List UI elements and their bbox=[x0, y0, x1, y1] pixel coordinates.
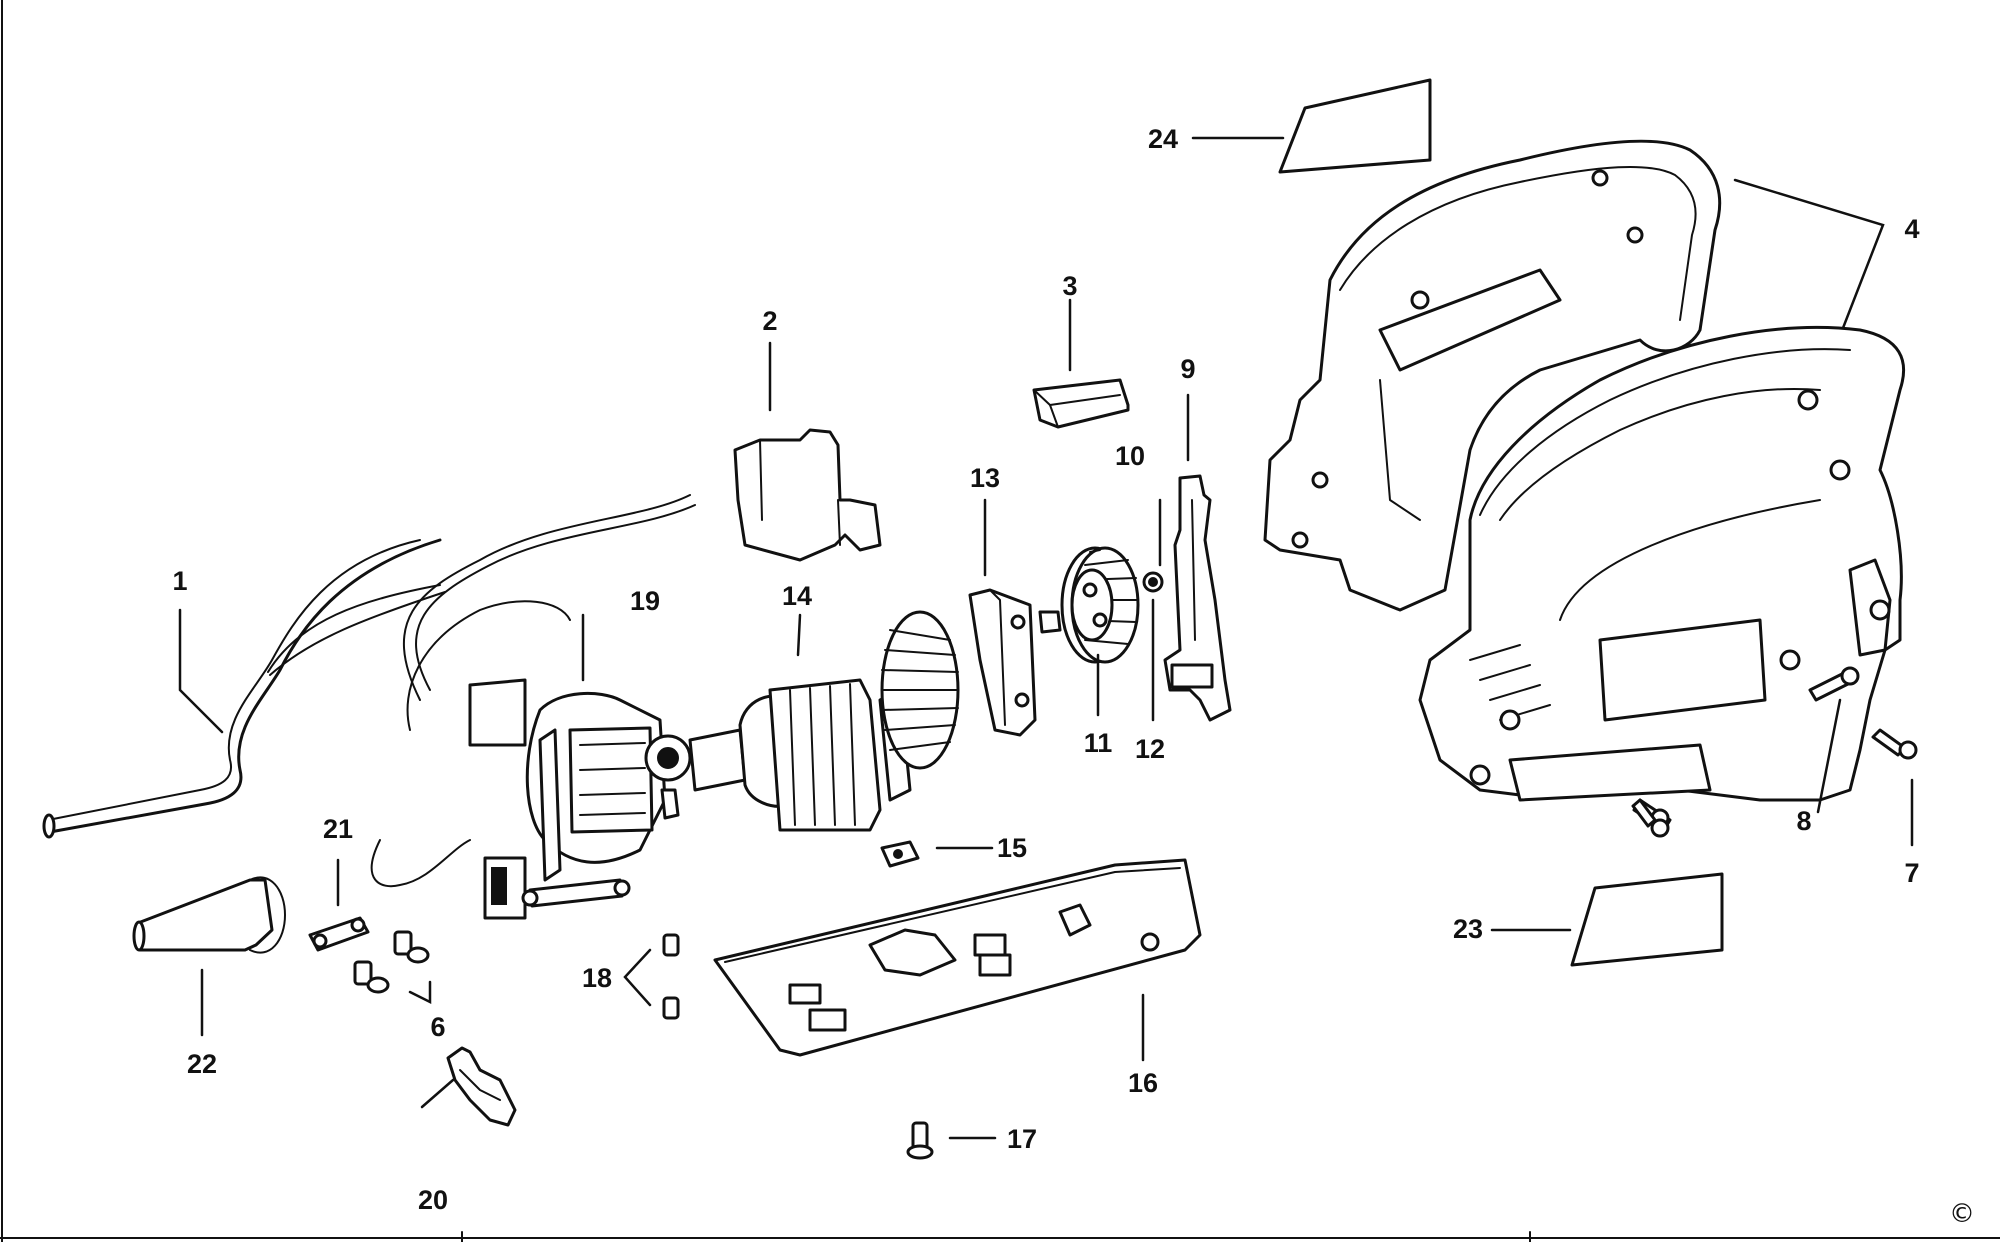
callout-17: 17 bbox=[1007, 1124, 1037, 1154]
part-13-bearing-bracket bbox=[968, 588, 1062, 737]
part-16-base-plate bbox=[713, 858, 1202, 1057]
callout-14: 14 bbox=[782, 581, 812, 611]
callout-16: 16 bbox=[1128, 1068, 1158, 1098]
part-21-cord-clamp bbox=[308, 916, 370, 952]
callout-12: 12 bbox=[1135, 734, 1165, 764]
part-18-pins bbox=[662, 933, 680, 1020]
part-20-switch-trigger bbox=[446, 1046, 517, 1127]
part-6-screws bbox=[353, 930, 430, 994]
part-15-clip bbox=[880, 840, 920, 868]
part-7-screws bbox=[1631, 728, 1918, 838]
callout-7: 7 bbox=[1904, 858, 1919, 888]
part-4-housing bbox=[1263, 139, 1906, 802]
callout-labels: 1 2 3 4 6 7 8 9 10 11 12 13 14 15 16 17 … bbox=[172, 124, 1919, 1215]
callout-1: 1 bbox=[172, 566, 187, 596]
part-24-label bbox=[1278, 78, 1432, 174]
callout-20: 20 bbox=[418, 1185, 448, 1215]
callout-13: 13 bbox=[970, 463, 1000, 493]
part-23-label bbox=[1570, 872, 1724, 967]
callout-3: 3 bbox=[1062, 271, 1077, 301]
callout-22: 22 bbox=[187, 1049, 217, 1079]
callout-24: 24 bbox=[1148, 124, 1178, 154]
callout-19: 19 bbox=[630, 586, 660, 616]
part-14-armature bbox=[644, 610, 960, 832]
callout-8: 8 bbox=[1796, 806, 1811, 836]
part-12-bushing bbox=[1142, 571, 1164, 593]
part-11-gear bbox=[1060, 546, 1140, 664]
callout-6: 6 bbox=[430, 1012, 445, 1042]
leader-lines bbox=[178, 136, 1914, 1140]
callout-4: 4 bbox=[1904, 214, 1919, 244]
callout-18: 18 bbox=[582, 963, 612, 993]
callout-9: 9 bbox=[1180, 354, 1195, 384]
copyright-mark: © bbox=[1949, 1199, 1975, 1229]
part-9-plunger bbox=[1163, 474, 1232, 722]
part-22-cord-sleeve bbox=[132, 876, 286, 954]
callout-10: 10 bbox=[1115, 441, 1145, 471]
part-19-field-stator bbox=[370, 494, 696, 920]
callout-11: 11 bbox=[1084, 728, 1113, 758]
part-17-screw bbox=[906, 1121, 934, 1160]
callout-23: 23 bbox=[1453, 914, 1483, 944]
part-2-brush-holder bbox=[733, 428, 882, 562]
callout-2: 2 bbox=[762, 306, 777, 336]
callout-21: 21 bbox=[323, 814, 353, 844]
part-1-power-cord bbox=[42, 538, 446, 839]
callout-15: 15 bbox=[997, 833, 1027, 863]
part-3-carbon-brush bbox=[1032, 378, 1130, 429]
